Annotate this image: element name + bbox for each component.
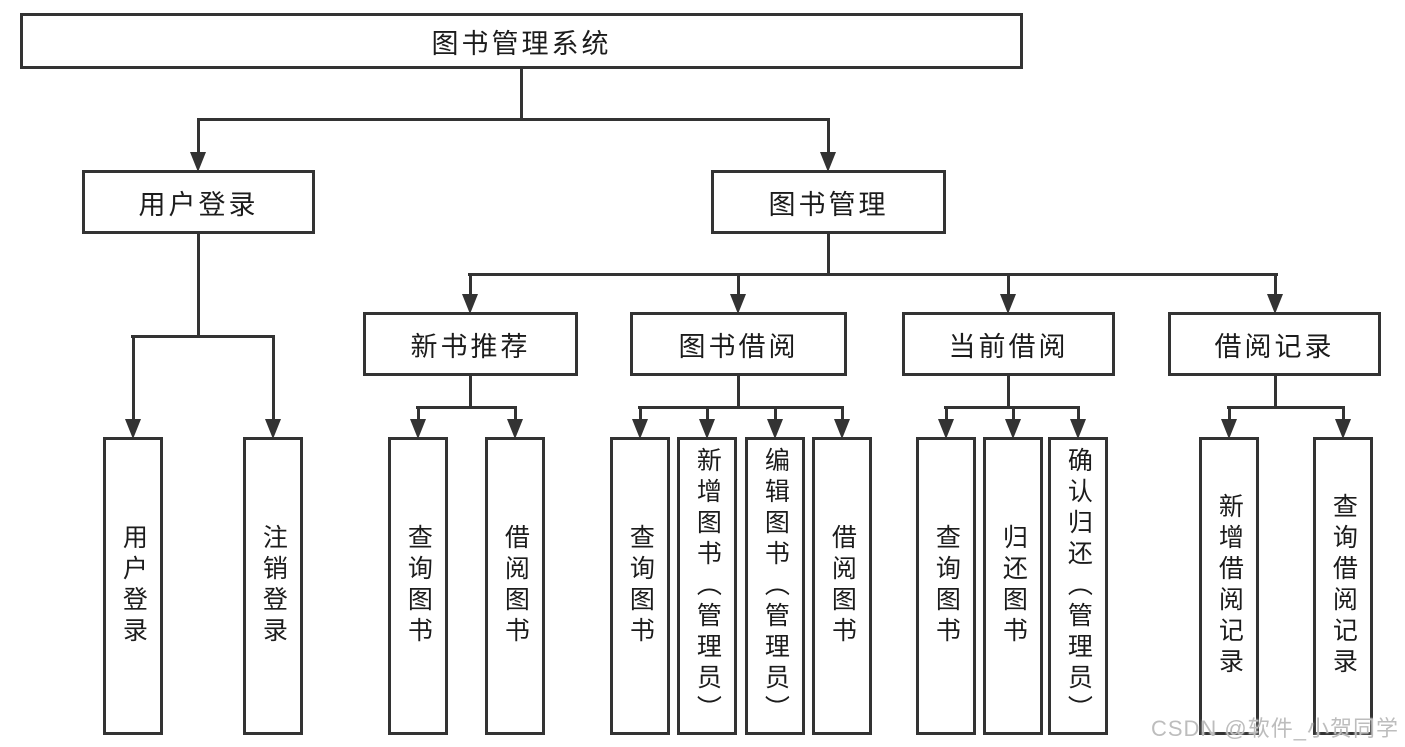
- leaf-query-books: 查询图书: [916, 437, 976, 735]
- arrow-down-icon: [767, 419, 783, 439]
- connector-line: [827, 231, 830, 276]
- leaf-label: 注销登录: [259, 524, 288, 648]
- connector-line: [131, 335, 275, 338]
- leaf-label: 新增借阅记录: [1215, 493, 1244, 679]
- leaf-label: 查询图书: [626, 524, 655, 648]
- connector-line: [469, 373, 472, 409]
- leaf-query-books: 查询图书: [388, 437, 448, 735]
- leaf-add-book-admin: 新增图书（管理员）: [677, 437, 737, 735]
- arrow-down-icon: [1005, 419, 1021, 439]
- connector-line: [197, 231, 200, 338]
- arrow-down-icon: [410, 419, 426, 439]
- leaf-label: 新增图书（管理员）: [693, 446, 722, 726]
- connector-line: [1274, 373, 1277, 409]
- arrow-down-icon: [462, 294, 478, 314]
- connector-line: [1274, 273, 1277, 300]
- leaf-label: 借阅图书: [501, 524, 530, 648]
- connector-line: [1007, 273, 1010, 300]
- connector-line: [945, 406, 948, 425]
- node-user-login: 用户登录: [82, 170, 315, 234]
- arrow-down-icon: [834, 419, 850, 439]
- connector-line: [197, 118, 200, 158]
- leaf-label: 确认归还（管理员）: [1064, 446, 1093, 726]
- connector-line: [132, 335, 135, 425]
- node-library-management-system: 图书管理系统: [20, 13, 1023, 69]
- connector-line: [1228, 406, 1231, 425]
- arrow-down-icon: [125, 419, 141, 439]
- connector-line: [827, 118, 830, 158]
- leaf-label: 编辑图书（管理员）: [761, 446, 790, 726]
- arrow-down-icon: [507, 419, 523, 439]
- arrow-down-icon: [190, 152, 206, 172]
- leaf-label: 借阅图书: [828, 524, 857, 648]
- connector-line: [706, 406, 709, 425]
- leaf-query-books: 查询图书: [610, 437, 670, 735]
- csdn-watermark: CSDN @软件_小贺同学: [1150, 716, 1399, 741]
- connector-line: [197, 118, 830, 121]
- node-current-borrowing: 当前借阅: [902, 312, 1115, 376]
- node-borrowing-records: 借阅记录: [1168, 312, 1381, 376]
- arrow-down-icon: [1070, 419, 1086, 439]
- leaf-add-borrow-record: 新增借阅记录: [1199, 437, 1259, 735]
- leaf-label: 查询图书: [932, 524, 961, 648]
- connector-line: [417, 406, 420, 425]
- leaf-query-borrow-record: 查询借阅记录: [1313, 437, 1373, 735]
- connector-line: [520, 66, 523, 120]
- arrow-down-icon: [1221, 419, 1237, 439]
- connector-line: [1342, 406, 1345, 425]
- leaf-edit-book-admin: 编辑图书（管理员）: [745, 437, 805, 735]
- leaf-borrow-books: 借阅图书: [812, 437, 872, 735]
- arrow-down-icon: [1267, 294, 1283, 314]
- node-book-borrowing: 图书借阅: [630, 312, 847, 376]
- arrow-down-icon: [938, 419, 954, 439]
- connector-line: [737, 373, 740, 409]
- node-book-management: 图书管理: [711, 170, 946, 234]
- connector-line: [1077, 406, 1080, 425]
- leaf-return-book: 归还图书: [983, 437, 1043, 735]
- arrow-down-icon: [265, 419, 281, 439]
- arrow-down-icon: [730, 294, 746, 314]
- arrow-down-icon: [699, 419, 715, 439]
- connector-line: [638, 406, 844, 409]
- connector-line: [639, 406, 642, 425]
- leaf-label: 归还图书: [999, 524, 1028, 648]
- arrow-down-icon: [1000, 294, 1016, 314]
- leaf-logout: 注销登录: [243, 437, 303, 735]
- connector-line: [272, 335, 275, 425]
- leaf-confirm-return-admin: 确认归还（管理员）: [1048, 437, 1108, 735]
- node-new-book-recommend: 新书推荐: [363, 312, 578, 376]
- connector-line: [774, 406, 777, 425]
- connector-line: [468, 273, 1278, 276]
- connector-line: [1007, 373, 1010, 409]
- leaf-label: 查询借阅记录: [1329, 493, 1358, 679]
- leaf-label: 用户登录: [119, 524, 148, 648]
- leaf-label: 查询图书: [404, 524, 433, 648]
- connector-line: [1227, 406, 1345, 409]
- connector-line: [469, 273, 472, 300]
- leaf-borrow-books: 借阅图书: [485, 437, 545, 735]
- connector-line: [416, 406, 517, 409]
- arrow-down-icon: [820, 152, 836, 172]
- arrow-down-icon: [1335, 419, 1351, 439]
- arrow-down-icon: [632, 419, 648, 439]
- connector-line: [1012, 406, 1015, 425]
- connector-line: [514, 406, 517, 425]
- connector-line: [841, 406, 844, 425]
- connector-line: [737, 273, 740, 300]
- leaf-user-login: 用户登录: [103, 437, 163, 735]
